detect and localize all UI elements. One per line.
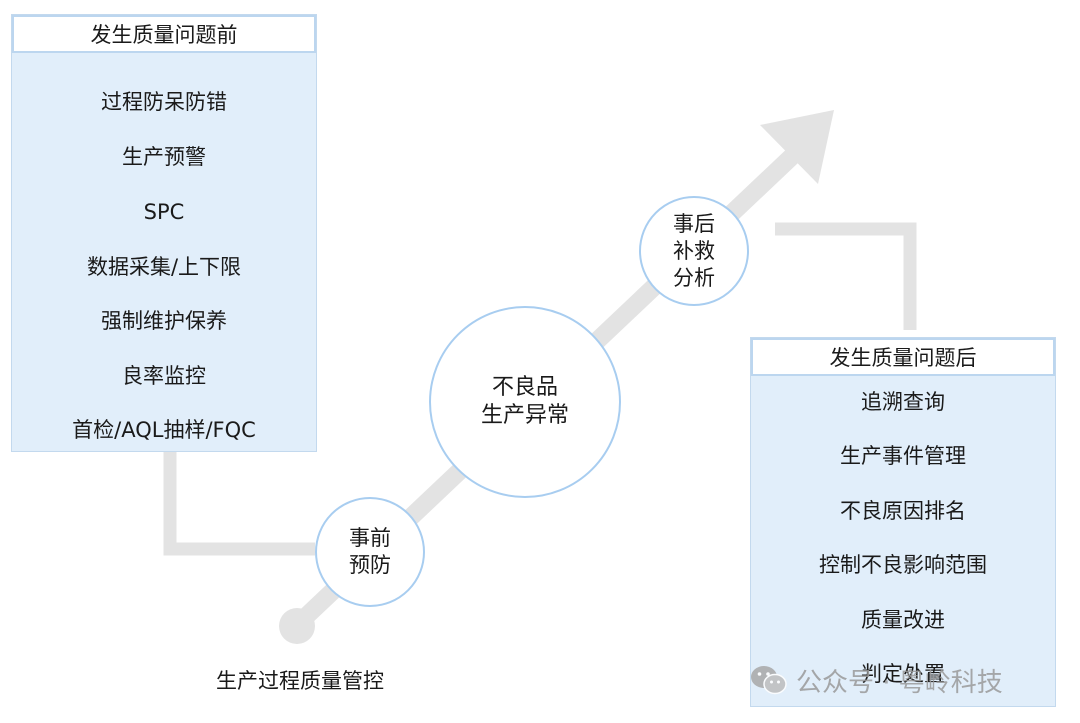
connector-before: [163, 452, 315, 556]
circle-prevention-line: 预防: [349, 553, 391, 577]
wechat-icon: [751, 666, 787, 695]
list-item: 判定处置: [861, 662, 945, 686]
panel-before-title: 发生质量问题前: [12, 15, 316, 53]
panel-after-title: 发生质量问题后: [751, 338, 1055, 376]
circle-prevention: 事前 预防: [315, 497, 425, 607]
list-item: 追溯查询: [861, 390, 945, 414]
panel-before-quality-issue: 发生质量问题前 过程防呆防错 生产预警 SPC 数据采集/上下限 强制维护保养 …: [11, 14, 317, 452]
circle-remedy-line: 事后: [673, 211, 715, 236]
circle-defect-line: 不良品: [491, 375, 558, 400]
list-item: 生产事件管理: [840, 444, 966, 468]
circle-defect-anomaly: 不良品 生产异常: [429, 306, 621, 498]
progress-arrow-head: [760, 110, 834, 184]
list-item: 良率监控: [122, 364, 206, 388]
list-item: 首检/AQL抽样/FQC: [72, 418, 256, 442]
circle-prevention-line: 事前: [349, 526, 391, 550]
circle-remedy-line: 补救: [673, 238, 715, 263]
diagram-caption: 生产过程质量管控: [216, 669, 384, 693]
watermark: 公众号 · 粤岭科技: [750, 660, 1003, 700]
list-item: 过程防呆防错: [101, 90, 227, 114]
progress-arrow-start-dot: [279, 608, 315, 644]
watermark-text: 公众号 · 粤岭科技: [796, 667, 1003, 698]
list-item: 强制维护保养: [101, 309, 227, 333]
list-item: 质量改进: [861, 608, 945, 632]
list-item: 控制不良影响范围: [819, 553, 987, 577]
list-item: 数据采集/上下限: [86, 255, 242, 279]
connector-after: [775, 222, 917, 330]
circle-remedy-line: 分析: [673, 265, 715, 290]
panel-after-quality-issue: 发生质量问题后 追溯查询 生产事件管理 不良原因排名 控制不良影响范围 质量改进…: [750, 337, 1056, 707]
list-item: 不良原因排名: [840, 499, 966, 523]
list-item: 生产预警: [122, 145, 206, 169]
circle-defect-line: 生产异常: [480, 403, 569, 428]
list-item: SPC: [143, 200, 185, 224]
circle-remedy-analysis: 事后 补救 分析: [639, 196, 749, 306]
